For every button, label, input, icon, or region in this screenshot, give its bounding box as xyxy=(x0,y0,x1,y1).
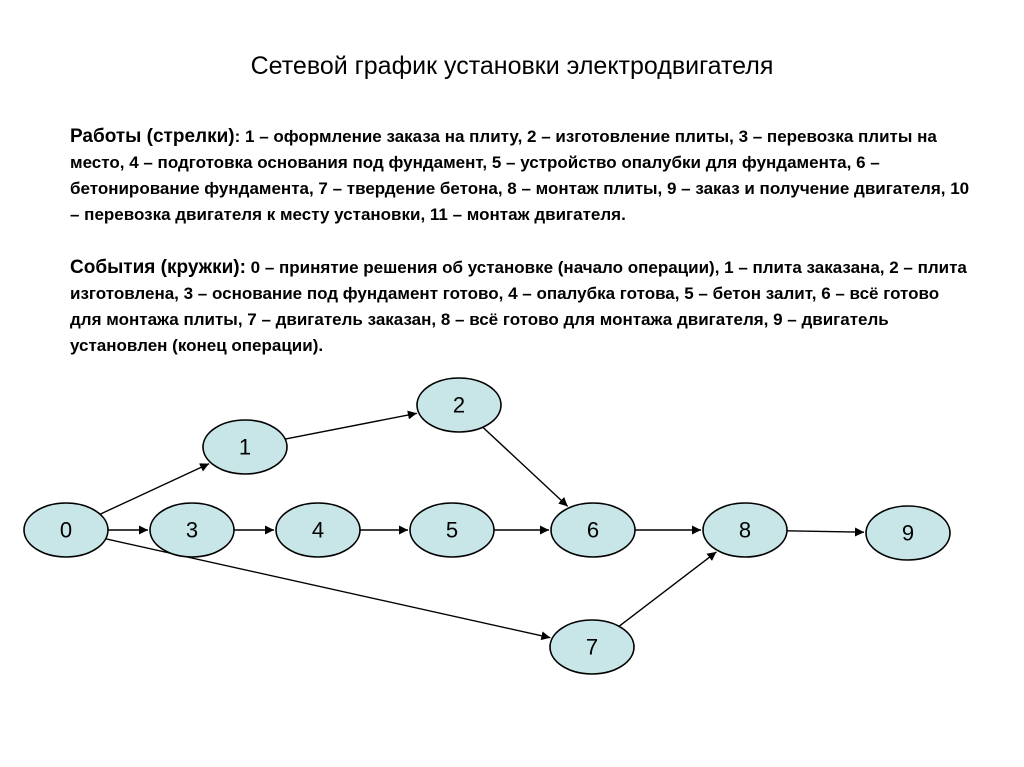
node-0-label: 0 xyxy=(60,518,72,543)
works-text: : 1 – оформление заказа на плиту, 2 – из… xyxy=(70,127,970,224)
events-description: События (кружки): 0 – принятие решения о… xyxy=(70,255,970,359)
node-7-shape xyxy=(549,619,635,675)
node-2-shape xyxy=(416,377,502,433)
node-9-shape xyxy=(865,505,951,561)
edge-2-6 xyxy=(482,426,569,507)
works-description: Работы (стрелки): 1 – оформление заказа … xyxy=(70,124,970,228)
node-3-label: 3 xyxy=(186,518,198,543)
node-4-label: 4 xyxy=(312,518,324,543)
node-7: 7 xyxy=(549,619,635,675)
nodes-layer: 0 1 2 3 4 5 6 7 8 9 xyxy=(23,377,951,675)
node-5-shape xyxy=(409,502,495,558)
node-8-shape xyxy=(702,502,788,558)
node-9-label: 9 xyxy=(902,521,914,546)
node-8: 8 xyxy=(702,502,788,558)
node-6-shape xyxy=(550,502,636,558)
node-4: 4 xyxy=(275,502,361,558)
edge-8-9 xyxy=(786,527,865,537)
node-7-label: 7 xyxy=(586,635,598,660)
edges-layer xyxy=(99,410,865,641)
node-4-shape xyxy=(275,502,361,558)
node-0-shape xyxy=(23,502,109,558)
node-5: 5 xyxy=(409,502,495,558)
node-3-shape xyxy=(149,502,235,558)
node-5-label: 5 xyxy=(446,518,458,543)
node-9: 9 xyxy=(865,505,951,561)
events-text: 0 – принятие решения об установке (начал… xyxy=(70,258,967,355)
edge-1-2 xyxy=(285,410,418,440)
edge-7-8 xyxy=(618,551,717,627)
node-2: 2 xyxy=(416,377,502,433)
node-0: 0 xyxy=(23,502,109,558)
works-label: Работы (стрелки) xyxy=(70,126,235,147)
edge-0-1 xyxy=(99,463,210,515)
node-3: 3 xyxy=(149,502,235,558)
slide-title: Сетевой график установки электродвигател… xyxy=(250,52,774,80)
node-6: 6 xyxy=(550,502,636,558)
node-1-shape xyxy=(202,419,288,475)
events-label: События (кружки): xyxy=(70,257,246,278)
node-8-label: 8 xyxy=(739,518,751,543)
node-1-label: 1 xyxy=(239,435,251,460)
node-1: 1 xyxy=(202,419,288,475)
node-6-label: 6 xyxy=(587,518,599,543)
node-2-label: 2 xyxy=(453,393,465,418)
